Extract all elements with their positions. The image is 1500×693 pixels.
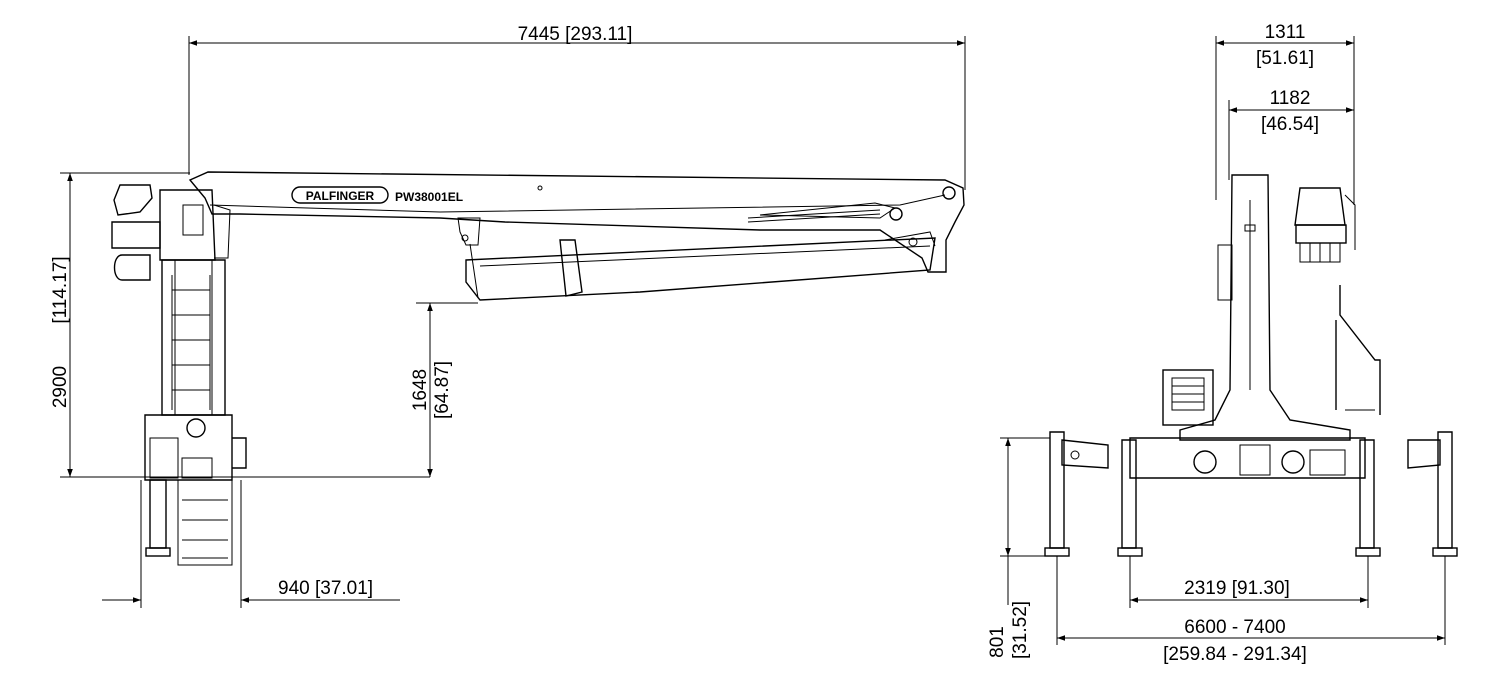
outrigger-inner-label: 2319 [91.30] (1184, 578, 1290, 599)
brand-text: PALFINGER (306, 189, 375, 203)
reach-dimension: 7445 [293.11] (188, 24, 966, 190)
height-dimension: 2900 [114.17] (50, 172, 430, 478)
inner-width-dimension: 1182 [46.54] (1228, 88, 1354, 180)
reach-label: 7445 [293.11] (518, 24, 633, 45)
outrigger-span-dimension: 6600 - 7400 [259.84 - 291.34] (1056, 556, 1446, 665)
leg-height-in: [31.52] (1010, 601, 1031, 659)
boom-clearance-dimension: 1648 [64.87] (410, 302, 478, 477)
front-view: 1311 [51.61] 1182 [46.54] (987, 22, 1458, 665)
handrail (1335, 285, 1381, 415)
base-width-dimension: 940 [37.01] (102, 480, 400, 608)
crane-base (144, 414, 247, 481)
height-label-mm: 2900 (50, 366, 71, 408)
base-frame (1129, 437, 1366, 479)
side-view: 7445 [293.11] 2900 [114.17] 1648 [64.87]… (50, 24, 966, 608)
brand-logo: PALFINGER PW38001EL (291, 186, 463, 204)
leg-height-mm: 801 (987, 626, 1008, 658)
crane-column (161, 259, 226, 416)
top-width-mm: 1311 (1265, 22, 1306, 43)
boom-clearance-mm: 1648 (410, 369, 431, 411)
outer-boom (457, 217, 936, 301)
base-width-label: 940 [37.01] (278, 578, 373, 599)
front-seat (1294, 187, 1356, 263)
height-label-in: [114.17] (50, 256, 71, 323)
operator-station (111, 184, 231, 281)
model-text: PW38001EL (395, 190, 463, 204)
side-legs (145, 479, 233, 566)
front-column (1179, 174, 1351, 441)
outrigger-span-mm: 6600 - 7400 (1184, 617, 1285, 638)
inner-width-in: [46.54] (1261, 114, 1319, 135)
outriggers (1044, 431, 1458, 557)
outrigger-span-in: [259.84 - 291.34] (1163, 644, 1307, 665)
top-width-dimension: 1311 [51.61] (1215, 22, 1355, 205)
leg-height-dimension: 801 [31.52] (987, 437, 1060, 659)
inner-width-mm: 1182 (1270, 88, 1311, 109)
boom-clearance-in: [64.87] (432, 361, 453, 419)
outrigger-inner-dimension: 2319 [91.30] (1129, 556, 1369, 608)
top-width-in: [51.61] (1256, 48, 1314, 69)
main-boom (188, 171, 965, 273)
motor-box (1162, 369, 1214, 426)
